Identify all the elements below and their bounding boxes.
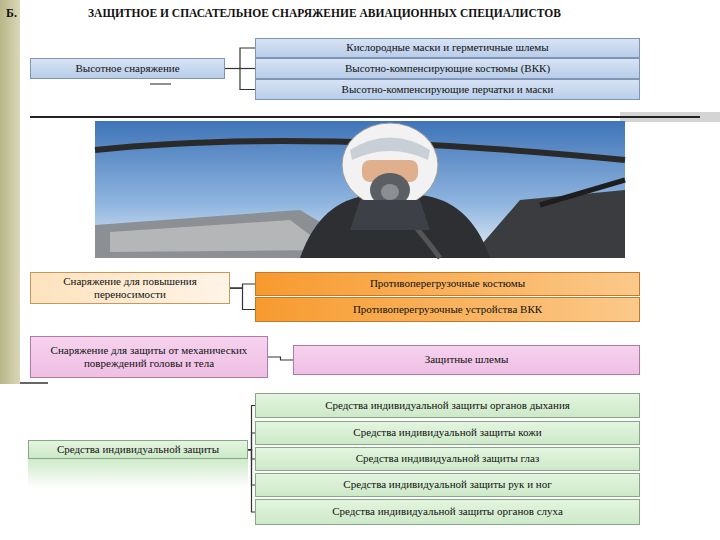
category-box: Средства индивидуальной защиты кожи — [255, 421, 640, 445]
pilot-photo — [95, 121, 625, 258]
category-box: Средства индивидуальной защиты глаз — [255, 447, 640, 471]
category-box: Противоперегрузочные костюмы — [255, 272, 640, 296]
connector-line — [268, 357, 293, 360]
category-box: Снаряжение для повышения переносимости — [30, 272, 230, 304]
connector-line — [230, 284, 255, 288]
connector-line — [225, 48, 255, 69]
divider-line — [30, 116, 700, 118]
connector-line — [248, 406, 255, 450]
category-box: Средства индивидуальной защиты органов с… — [255, 499, 640, 525]
connector-line — [230, 288, 255, 309]
box-text: Средства индивидуальной защиты глаз — [356, 452, 540, 465]
connector-line — [248, 433, 255, 450]
box-text: Средства индивидуальной защиты кожи — [353, 426, 541, 439]
section-letter: Б. — [6, 6, 17, 21]
box-text: Снаряжение для защиты от механических по… — [37, 344, 261, 370]
diagram-title: ЗАЩИТНОЕ И СПАСАТЕЛЬНОЕ СНАРЯЖЕНИЕ АВИАЦ… — [88, 7, 561, 19]
category-box: Защитные шлемы — [293, 345, 640, 375]
box-text: Противоперегрузочные костюмы — [370, 277, 525, 290]
box-text: Средства индивидуальной защиты органов с… — [332, 505, 563, 518]
category-box: Средства индивидуальной защиты органов д… — [255, 393, 640, 418]
box-text: Средства индивидуальной защиты органов д… — [325, 399, 570, 412]
connector-line — [248, 450, 255, 512]
box-text: Средства индивидуальной защиты рук и ног — [343, 478, 551, 491]
category-box: Средства индивидуальной защиты — [28, 440, 248, 459]
category-box: Противоперегрузочные устройства ВКК — [255, 297, 640, 322]
side-bar — [0, 0, 20, 384]
category-box: Снаряжение для защиты от механических по… — [30, 336, 268, 378]
box-text: Защитные шлемы — [425, 353, 509, 366]
category-box: Средства индивидуальной защиты рук и ног — [255, 473, 640, 497]
box-text: Кислородные маски и герметичные шлемы — [346, 41, 548, 54]
connector-line — [225, 69, 255, 90]
side-bar-foot — [20, 382, 48, 384]
category-box: Высотно-компенсирующие перчатки и маски — [255, 79, 640, 100]
box-text: Снаряжение для повышения переносимости — [37, 275, 223, 301]
fade-strip — [28, 458, 248, 488]
box-text: Высотно-компенсирующие костюмы (ВКК) — [345, 62, 550, 75]
box-text: Высотное снаряжение — [75, 62, 179, 75]
underline-mark — [150, 84, 171, 85]
category-box: Кислородные маски и герметичные шлемы — [255, 38, 640, 58]
category-box: Высотно-компенсирующие костюмы (ВКК) — [255, 58, 640, 79]
category-box: Высотное снаряжение — [30, 58, 225, 79]
box-text: Средства индивидуальной защиты — [57, 443, 219, 456]
box-text: Противоперегрузочные устройства ВКК — [353, 303, 542, 316]
box-text: Высотно-компенсирующие перчатки и маски — [342, 83, 554, 96]
